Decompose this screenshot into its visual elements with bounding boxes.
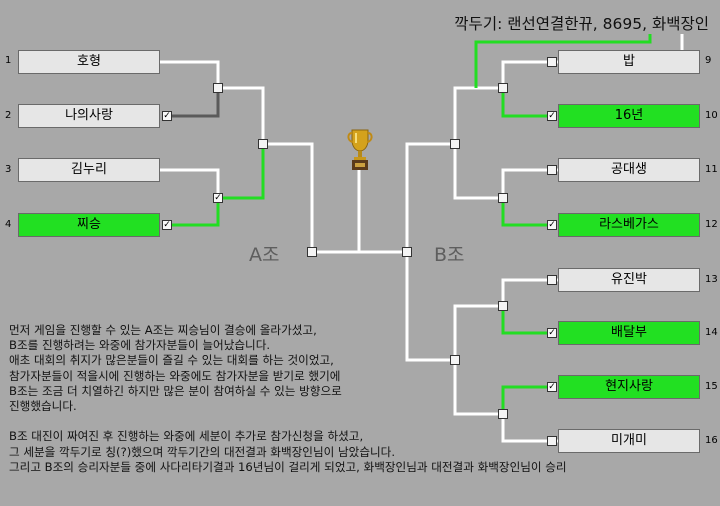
wire-b-r2-9: [501, 60, 558, 88]
header-prefix: 깍두기: 랜선연결한뀨, 8695,: [454, 15, 648, 33]
header-highlight: 화백장인: [651, 15, 709, 33]
wire-b-r2-16: [501, 414, 558, 443]
checkbox-14[interactable]: ✓: [547, 328, 557, 338]
bracket-node-b-r3-top[interactable]: [450, 139, 460, 149]
wire-a-r1-top: [160, 60, 220, 88]
wire-b-r2-10-win: [501, 88, 547, 118]
player-box-11[interactable]: 공대생: [558, 158, 700, 182]
seed-label: 10: [705, 110, 718, 121]
wire-b-r3-mid: [453, 144, 503, 200]
player-box-10[interactable]: 16년: [558, 104, 700, 128]
notes-line: 애초 대회의 취지가 많은분들이 즐길 수 있는 대회를 하는 것이었고,: [9, 353, 334, 368]
notes-line: B조 대진이 짜여진 후 진행하는 와중에 세분이 추가로 참가신청을 하셨고,: [9, 429, 364, 444]
wire-kkakdugi-win: [474, 34, 652, 88]
seed-label: 4: [5, 219, 12, 230]
player-box-12[interactable]: 라스베가스: [558, 213, 700, 237]
player-box-9[interactable]: 밥: [558, 50, 700, 74]
seed-label: 14: [705, 327, 718, 338]
wire-a-r1-bottom: [160, 168, 220, 198]
wire-b-r2-13: [501, 278, 558, 306]
bracket-node-b-r3-bottom[interactable]: [450, 355, 460, 365]
wire-b-r2-15-win: [501, 385, 547, 414]
notes-line: [9, 414, 717, 429]
trophy-icon: [347, 129, 373, 170]
bracket-node-b-r2-1[interactable]: [498, 83, 508, 93]
seed-label: 13: [705, 274, 718, 285]
wires-group-a: [160, 60, 314, 252]
seed-label: 16: [705, 435, 718, 446]
wire-b-r2-12-win: [501, 198, 547, 227]
checkbox-2[interactable]: ✓: [162, 111, 172, 121]
bracket-node-a-r1-top[interactable]: [213, 83, 223, 93]
notes-line: 그 세분을 깍두기로 칭(?)했으며 깍두기간의 대전결과 화백장인님이 남았습…: [9, 444, 396, 459]
notes-line: 그리고 B조의 승리자분들 중에 사다리타기결과 16년님이 걸리게 되었고, …: [9, 459, 567, 474]
bracket-node-b-r2-2[interactable]: [498, 193, 508, 203]
wire-b-r4-top: [405, 142, 455, 252]
wire-a-r3: [263, 142, 314, 252]
header: 깍두기: 랜선연결한뀨, 8695, 화백장인: [454, 12, 709, 34]
seed-label: 11: [705, 164, 718, 175]
notes-line: 먼저 게임을 진행할 수 있는 A조는 찌승님이 결승에 올라가셨고,: [9, 323, 317, 337]
bracket-node-b-r2-3[interactable]: [498, 301, 508, 311]
wire-b-r2-14-win: [501, 306, 547, 335]
group-b-label: B조: [434, 244, 465, 266]
wire-a-r2-bottom-win: [218, 144, 265, 200]
bracket-node-b-final[interactable]: [402, 247, 412, 257]
player-box-1[interactable]: 호형: [18, 50, 160, 74]
bracket-node-b-9[interactable]: [547, 57, 557, 67]
checkbox-10[interactable]: ✓: [547, 111, 557, 121]
checkbox-4[interactable]: ✓: [162, 220, 172, 230]
notes-text: 먼저 게임을 진행할 수 있는 A조는 찌승님이 결승에 올라가셨고, B조를 …: [9, 323, 717, 475]
player-box-14[interactable]: 배달부: [558, 321, 700, 345]
wire-b-r3-low: [453, 304, 503, 360]
wire-b-r3-top: [453, 86, 503, 144]
wire-a-r1-bottom-win: [172, 198, 220, 227]
notes-line: 진행했습니다.: [9, 398, 77, 413]
wires-final: [312, 170, 407, 254]
seed-label: 1: [5, 55, 12, 66]
notes-line: B조는 조금 더 치열하긴 하지만 많은 분이 참여하실 수 있는 방향으로: [9, 383, 342, 398]
seed-label: 2: [5, 110, 12, 121]
wire-b-r4-bottom: [405, 252, 455, 362]
seed-label: 15: [705, 381, 718, 392]
bracket-node-b-11[interactable]: [547, 165, 557, 175]
player-box-15[interactable]: 현지사랑: [558, 375, 700, 399]
bracket-node-a-r2[interactable]: [258, 139, 268, 149]
checkbox-12[interactable]: ✓: [547, 220, 557, 230]
seed-label: 9: [705, 55, 712, 66]
player-box-13[interactable]: 유진박: [558, 268, 700, 292]
bracket-node-b-r2-4[interactable]: [498, 409, 508, 419]
player-box-3[interactable]: 김누리: [18, 158, 160, 182]
group-a-label: A조: [249, 244, 280, 266]
bracket-node-b-13[interactable]: [547, 275, 557, 285]
player-box-16[interactable]: 미개미: [558, 429, 700, 453]
seed-label: 12: [705, 219, 718, 230]
wire-a-r1-top-win: [172, 88, 220, 118]
notes-line: 참가자분들이 적을시에 진행하는 와중에도 참가자분을 받기로 했기에: [9, 368, 341, 383]
bracket-node-a-r1-bottom-check[interactable]: ✓: [213, 193, 223, 203]
wire-b-r3-bottom: [453, 360, 503, 416]
wires-group-b: [405, 34, 684, 443]
wire-a-r2-top: [218, 86, 265, 144]
wire-b-r2-11: [501, 168, 558, 198]
bracket-node-a-final[interactable]: [307, 247, 317, 257]
player-box-2[interactable]: 나의사랑: [18, 104, 160, 128]
bracket-node-b-16[interactable]: [547, 436, 557, 446]
checkbox-15[interactable]: ✓: [547, 382, 557, 392]
player-box-4[interactable]: 찌승: [18, 213, 160, 237]
notes-line: B조를 진행하려는 와중에 참가자분들이 늘어났습니다.: [9, 338, 271, 353]
seed-label: 3: [5, 164, 12, 175]
